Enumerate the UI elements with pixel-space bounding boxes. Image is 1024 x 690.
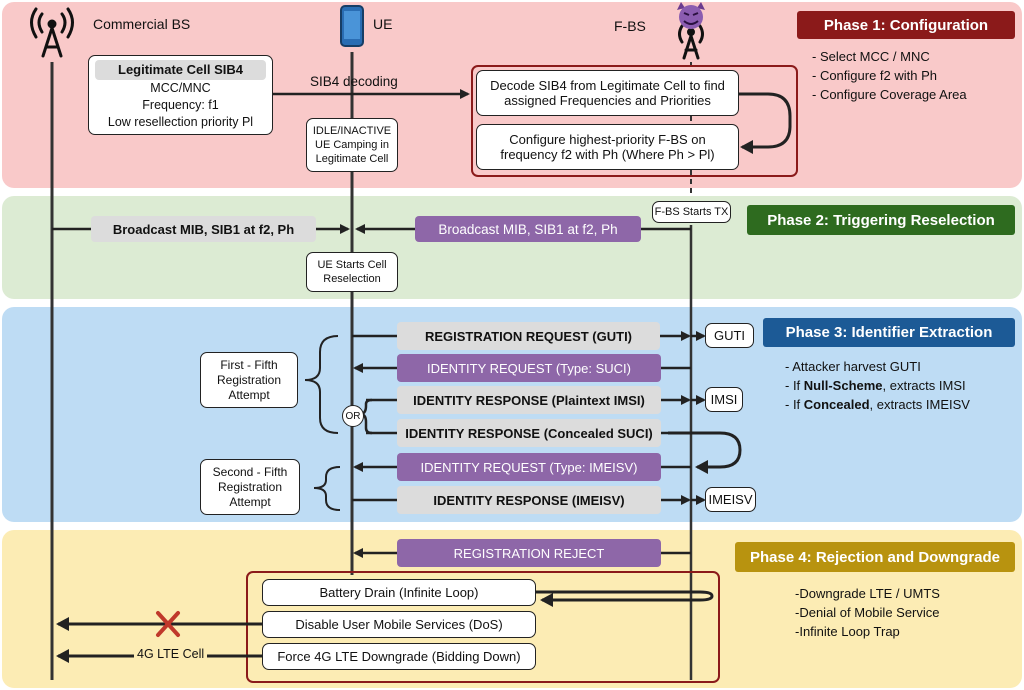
captured-imsi: IMSI bbox=[705, 387, 743, 412]
devil-icon bbox=[677, 2, 705, 29]
phase3-notes: - Attacker harvest GUTI - If Null-Scheme… bbox=[785, 357, 970, 414]
sib4-line: MCC/MNC bbox=[150, 81, 211, 95]
phase4-note: -Downgrade LTE / UMTS bbox=[795, 586, 940, 601]
commercial-broadcast-label: Broadcast MIB, SIB1 at f2, Ph bbox=[91, 216, 316, 242]
registration-reject-msg: REGISTRATION REJECT bbox=[397, 539, 661, 567]
phase1-notes: - Select MCC / MNC - Configure f2 with P… bbox=[812, 47, 967, 104]
fbs-broadcast-label: Broadcast MIB, SIB1 at f2, Ph bbox=[415, 216, 641, 242]
registration-request-msg: REGISTRATION REQUEST (GUTI) bbox=[397, 322, 660, 350]
phase1-title: Phase 1: Configuration bbox=[797, 11, 1015, 39]
ue-reselection-box: UE Starts Cell Reselection bbox=[306, 252, 398, 292]
or-branch-circle: OR bbox=[342, 405, 364, 427]
phase2-title: Phase 2: Triggering Reselection bbox=[747, 205, 1015, 235]
first-fifth-attempt-box: First - Fifth Registration Attempt bbox=[200, 352, 298, 408]
dos-box: Disable User Mobile Services (DoS) bbox=[262, 611, 536, 638]
captured-imeisv: IMEISV bbox=[705, 487, 756, 512]
second-fifth-attempt-box: Second - Fifth Registration Attempt bbox=[200, 459, 300, 515]
antenna-icon bbox=[30, 7, 74, 58]
identity-request-imeisv-msg: IDENTITY REQUEST (Type: IMEISV) bbox=[397, 453, 661, 481]
antenna-icon bbox=[678, 24, 704, 60]
fbs-starts-tx-box: F-BS Starts TX bbox=[652, 201, 731, 223]
phase1-note: - Configure f2 with Ph bbox=[812, 68, 938, 83]
fbs-label: F-BS bbox=[614, 18, 646, 34]
phase4-note: -Denial of Mobile Service bbox=[795, 605, 940, 620]
phase4-note: -Infinite Loop Trap bbox=[795, 624, 900, 639]
sib4-line: Frequency: f1 bbox=[142, 98, 219, 112]
phase3-title: Phase 3: Identifier Extraction bbox=[763, 318, 1015, 347]
lte-cell-label: 4G LTE Cell bbox=[134, 647, 208, 661]
captured-guti: GUTI bbox=[705, 323, 754, 348]
sib4-box: Legitimate Cell SIB4 MCC/MNC Frequency: … bbox=[88, 55, 273, 135]
ue-idle-state-box: IDLE/INACTIVE UE Camping in Legitimate C… bbox=[306, 118, 398, 172]
phase4-title: Phase 4: Rejection and Downgrade bbox=[735, 542, 1015, 572]
phase1-note: - Configure Coverage Area bbox=[812, 87, 967, 102]
blocked-x-icon bbox=[156, 611, 180, 637]
phase4-notes: -Downgrade LTE / UMTS -Denial of Mobile … bbox=[795, 584, 940, 641]
identity-response-imeisv-msg: IDENTITY RESPONSE (IMEISV) bbox=[397, 486, 661, 514]
commercial-bs-label: Commercial BS bbox=[93, 16, 191, 32]
sib4-decoding-label: SIB4 decoding bbox=[310, 74, 398, 89]
sib4-title: Legitimate Cell SIB4 bbox=[95, 60, 266, 80]
phone-icon bbox=[340, 5, 364, 47]
sib4-line: Low resellection priority Pl bbox=[107, 115, 254, 129]
identity-response-suci-msg: IDENTITY RESPONSE (Concealed SUCI) bbox=[397, 419, 661, 447]
downgrade-box: Force 4G LTE Downgrade (Bidding Down) bbox=[262, 643, 536, 670]
battery-drain-box: Battery Drain (Infinite Loop) bbox=[262, 579, 536, 606]
phase3-note: - If Concealed, extracts IMEISV bbox=[785, 397, 970, 412]
fbs-configure-box: Configure highest-priority F-BS on frequ… bbox=[476, 124, 739, 170]
phase1-note: - Select MCC / MNC bbox=[812, 49, 930, 64]
ue-label: UE bbox=[373, 16, 393, 32]
identity-response-imsi-msg: IDENTITY RESPONSE (Plaintext IMSI) bbox=[397, 386, 661, 414]
phase3-note: - Attacker harvest GUTI bbox=[785, 359, 921, 374]
fbs-decode-box: Decode SIB4 from Legitimate Cell to find… bbox=[476, 70, 739, 116]
phase3-note: - If Null-Scheme, extracts IMSI bbox=[785, 378, 966, 393]
identity-request-suci-msg: IDENTITY REQUEST (Type: SUCI) bbox=[397, 354, 661, 382]
